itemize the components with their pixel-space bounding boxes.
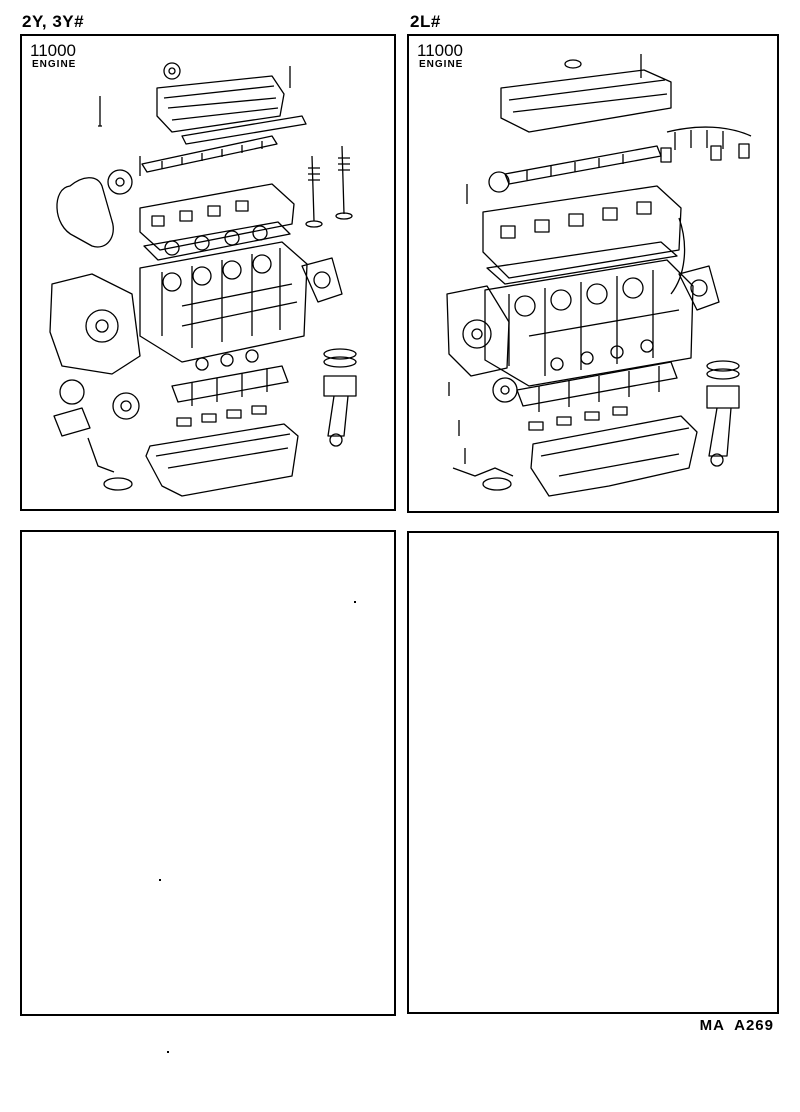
- scan-speck: [167, 1051, 169, 1053]
- scan-speck: [159, 879, 161, 881]
- part-group-code: 11000: [30, 41, 77, 60]
- header-left-models: 2Y, 3Y#: [22, 12, 85, 31]
- engine-panel-2l[interactable]: 11000 ENGINE: [407, 34, 779, 513]
- part-group-name: ENGINE: [419, 59, 464, 70]
- engine-exploded-diagram: [446, 54, 752, 497]
- part-group-name: ENGINE: [32, 59, 77, 70]
- part-group-code: 11000: [417, 41, 464, 60]
- engine-exploded-diagram: [49, 62, 357, 497]
- empty-panel-right: [407, 531, 779, 1014]
- empty-panel-left: [20, 530, 396, 1016]
- scan-speck: [354, 601, 356, 603]
- engine-panel-2y-3y[interactable]: 11000 ENGINE: [20, 34, 396, 511]
- page-reference-code: MA A269: [699, 1017, 774, 1034]
- header-right-models: 2L#: [410, 12, 441, 31]
